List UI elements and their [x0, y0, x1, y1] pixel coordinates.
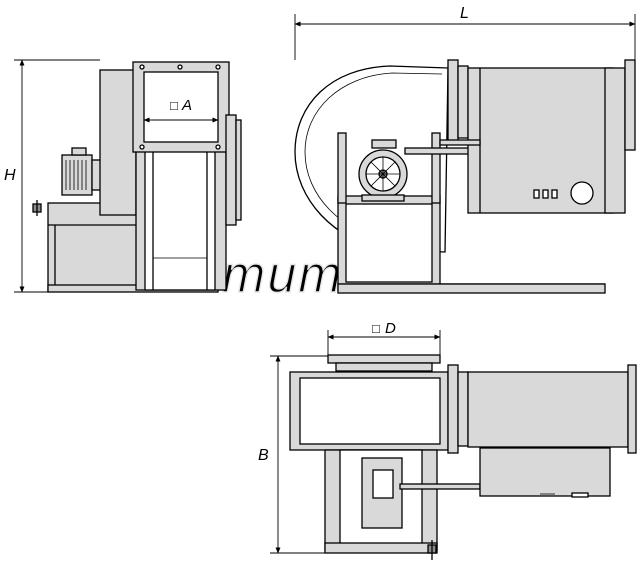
dimension-a-label: A — [181, 97, 192, 114]
dimension-l-label: L — [460, 5, 469, 22]
plan-view-outlet-duct — [467, 371, 629, 448]
front-view-outlet-flange — [447, 59, 459, 145]
dimension-d-symbol: □ — [372, 321, 380, 336]
plan-view-inlet-flange — [327, 354, 441, 364]
dimension-d-label: D — [385, 320, 396, 337]
front-view: L — [294, 5, 636, 294]
dimension-h-label: H — [4, 167, 16, 184]
dimension-a-symbol: □ — [170, 98, 178, 113]
plan-view: □ D B — [258, 320, 637, 560]
side-view-housing — [99, 69, 137, 216]
dimension-b-label: B — [258, 447, 269, 464]
side-view: □ A H — [4, 59, 242, 293]
side-view-motor — [61, 154, 93, 196]
side-view-base-frame — [47, 202, 149, 292]
